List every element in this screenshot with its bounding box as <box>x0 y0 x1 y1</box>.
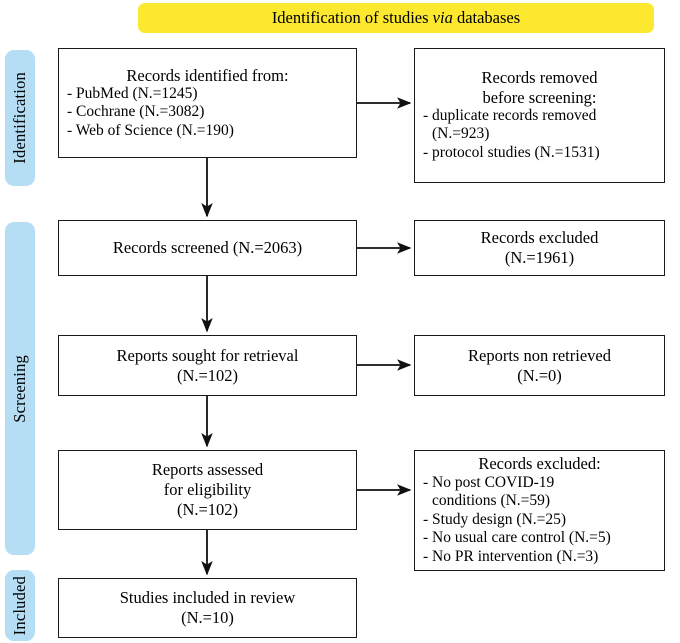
box-studies-included-line1: Studies included in review <box>119 588 296 608</box>
box-records-excluded-screening-line1: Records excluded <box>480 228 599 248</box>
box-reports-sought-line2: (N.=102) <box>176 365 239 385</box>
list-item: - Web of Science (N.=190) <box>67 121 234 139</box>
box-reports-assessed: Reports assessed for eligibility (N.=102… <box>58 450 357 530</box>
box-reports-sought-line1: Reports sought for retrieval <box>116 345 299 365</box>
identification-banner-label: Identification of studies via databases <box>272 8 520 27</box>
box-studies-included-line2: (N.=10) <box>181 608 234 627</box>
list-item-continuation: (N.=923) <box>432 125 490 143</box>
box-studies-included: Studies included in review (N.=10) <box>58 578 357 638</box>
stage-bar-screening: Screening <box>5 222 35 555</box>
stage-label-included: Included <box>9 575 29 636</box>
box-reports-non-retrieved-line1: Reports non retrieved <box>468 345 611 365</box>
box-records-identified: Records identified from: - PubMed (N.=12… <box>58 48 357 158</box>
stage-label-screening: Screening <box>9 354 29 423</box>
box-reports-assessed-line3: (N.=102) <box>176 499 239 519</box>
list-item: - Study design (N.=25) <box>423 510 567 528</box>
list-item-continuation: conditions (N.=59) <box>432 492 551 510</box>
list-item: - protocol studies (N.=1531) <box>423 143 600 161</box>
identification-banner: Identification of studies via databases <box>138 3 654 33</box>
box-records-removed: Records removed before screening: - dupl… <box>414 48 665 183</box>
box-reports-non-retrieved: Reports non retrieved (N.=0) <box>414 335 665 396</box>
box-records-excluded-eligibility: Records excluded: - No post COVID-19 con… <box>414 450 665 571</box>
stage-label-identification: Identification <box>9 72 29 164</box>
list-item: - No PR intervention (N.=3) <box>423 547 599 565</box>
box-records-excluded-eligibility-title: Records excluded: <box>478 454 601 474</box>
list-item: - No usual care control (N.=5) <box>423 529 611 547</box>
list-item: - No post COVID-19 <box>423 473 555 491</box>
box-records-identified-list: - PubMed (N.=1245) - Cochrane (N.=3082) … <box>65 85 350 141</box>
box-reports-assessed-line1: Reports assessed <box>151 460 264 480</box>
banner-text-before: Identification of studies <box>271 8 433 28</box>
stage-bar-included: Included <box>5 570 35 641</box>
box-records-identified-title: Records identified from: <box>126 65 289 85</box>
box-records-screened: Records screened (N.=2063) <box>58 220 357 276</box>
list-item: - PubMed (N.=1245) <box>67 84 198 102</box>
list-item: - Cochrane (N.=3082) <box>67 103 205 121</box>
box-records-excluded-eligibility-list: - No post COVID-19 conditions (N.=59) - … <box>421 474 658 567</box>
list-item: - duplicate records removed <box>423 106 597 124</box>
box-records-excluded-screening: Records excluded (N.=1961) <box>414 220 665 276</box>
box-records-removed-list: - duplicate records removed (N.=923) - p… <box>421 107 658 163</box>
box-records-screened-text: Records screened (N.=2063) <box>112 238 303 258</box>
box-reports-non-retrieved-line2: (N.=0) <box>517 365 562 385</box>
stage-bar-identification: Identification <box>5 50 35 186</box>
banner-text-italic: via <box>432 8 453 28</box>
box-records-excluded-screening-line2: (N.=1961) <box>504 248 575 267</box>
banner-text-after: databases <box>452 8 521 28</box>
box-reports-assessed-line2: for eligibility <box>163 480 252 500</box>
box-records-removed-title-line1: Records removed <box>481 68 598 88</box>
box-reports-sought: Reports sought for retrieval (N.=102) <box>58 335 357 396</box>
box-records-removed-title-line2: before screening: <box>482 87 597 107</box>
